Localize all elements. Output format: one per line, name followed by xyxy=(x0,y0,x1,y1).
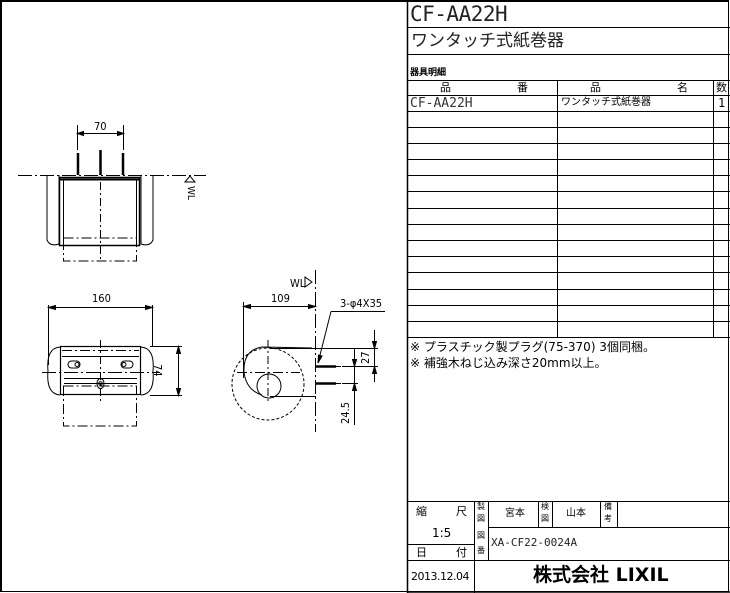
date-label-a: 日 xyxy=(416,546,427,559)
top-view xyxy=(18,125,206,262)
dim-front-width: 160 xyxy=(92,292,111,305)
col-part-no-label-b: 番 xyxy=(517,81,528,94)
col-qty-label: 数 xyxy=(716,81,727,94)
note-2: ※ 補強木ねじ込み深さ20mm以上。 xyxy=(410,356,607,370)
row-1-part-name: ワンタッチ式紙巻器 xyxy=(561,97,651,108)
dim-side-depth: 109 xyxy=(271,292,290,305)
date-value: 2013.12.04 xyxy=(411,570,469,583)
front-view xyxy=(42,304,182,427)
checked-label-a: 検 xyxy=(541,502,549,511)
drawing-no-label-a: 図 xyxy=(477,531,485,540)
dim-front-height: 74 xyxy=(151,364,164,377)
product-name-title: ワンタッチ式紙巻器 xyxy=(411,31,564,51)
note-1: ※ プラスチック製プラグ(75-370) 3個同梱。 xyxy=(410,340,655,354)
remarks-label-b: 考 xyxy=(604,514,612,523)
date-label-b: 付 xyxy=(456,546,467,559)
drawn-label-a: 製 xyxy=(477,502,485,511)
col-part-name-label-a: 品 xyxy=(590,81,601,94)
screw-spec: 3-φ4X35 xyxy=(340,297,383,310)
drawing-no-label-b: 番 xyxy=(477,546,485,555)
row-1-part-no: CF-AA22H xyxy=(410,96,473,111)
company-logo: 株式会社 LIXIL xyxy=(533,564,669,586)
wl-marker-top xyxy=(183,175,197,183)
scale-label-b: 尺 xyxy=(456,505,467,518)
drawn-by: 宮本 xyxy=(505,508,525,519)
row-1-qty: 1 xyxy=(718,96,726,110)
col-part-no-label-a: 品 xyxy=(440,81,451,94)
wl-label-side: WL xyxy=(290,277,306,290)
drawing-number: XA-CF22-0024A xyxy=(491,536,578,549)
parts-list-label: 器具明細 xyxy=(410,68,447,78)
dim-screw-pitch: 27 xyxy=(359,351,372,364)
col-part-name-label-b: 名 xyxy=(677,81,688,94)
checked-label-b: 図 xyxy=(541,514,549,523)
dim-lower: 24.5 xyxy=(339,401,352,424)
remarks-label-a: 備 xyxy=(604,502,612,511)
wl-label-top: WL xyxy=(185,186,196,200)
model-number-title: CF-AA22H xyxy=(410,2,508,26)
scale-label-a: 縮 xyxy=(416,505,427,518)
dim-top-width: 70 xyxy=(94,120,107,133)
side-view xyxy=(231,270,385,432)
wl-marker-side xyxy=(304,276,313,288)
checked-by: 山本 xyxy=(566,508,586,519)
drawn-label-b: 図 xyxy=(477,514,485,523)
scale-value: 1:5 xyxy=(432,526,452,540)
